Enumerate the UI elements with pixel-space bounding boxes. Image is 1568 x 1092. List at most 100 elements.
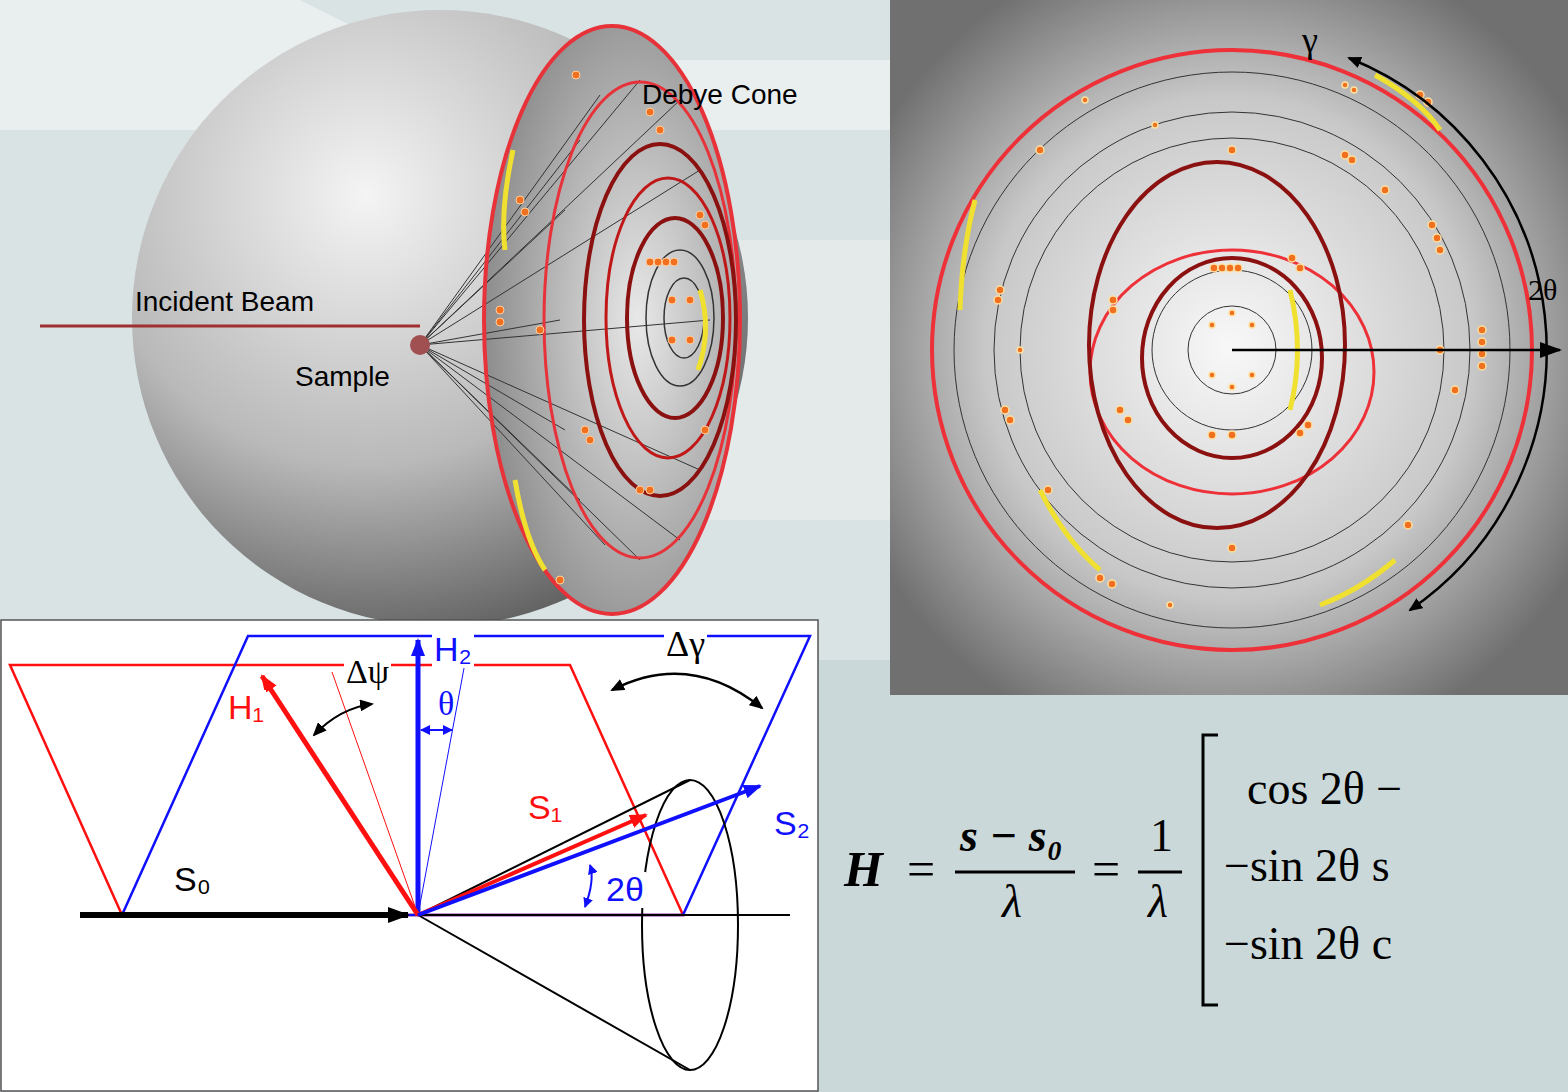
theta-arc	[421, 729, 452, 731]
vector-label: S₀	[172, 862, 213, 898]
spot	[586, 436, 594, 444]
spot	[1152, 122, 1158, 128]
spot	[996, 286, 1004, 294]
axis-label: 2θ	[1526, 274, 1559, 306]
spot	[1210, 264, 1218, 272]
spot	[654, 258, 662, 266]
spot	[1436, 246, 1444, 254]
vector-label: S₁	[526, 790, 564, 826]
spot	[646, 258, 654, 266]
callout-label: Incident Beam	[133, 287, 316, 316]
debye-ring	[664, 278, 704, 358]
spot	[1124, 416, 1132, 424]
formula-symbol: λ	[1146, 878, 1170, 926]
debye-ring	[1090, 250, 1374, 494]
theta-line	[418, 636, 470, 915]
formula-symbol: s − s₀	[958, 812, 1065, 860]
debye-ring	[1142, 258, 1322, 458]
spot	[1249, 372, 1255, 378]
diffraction-spots	[496, 71, 709, 584]
callout-label: Sample	[293, 362, 392, 391]
spot	[516, 196, 524, 204]
fraction-bar	[1138, 871, 1182, 874]
spot	[1342, 82, 1348, 88]
spot	[1229, 384, 1235, 390]
spot	[1288, 254, 1296, 262]
diffraction-spots	[994, 82, 1486, 608]
diagram-frame	[1, 620, 818, 1091]
spot	[696, 211, 704, 219]
spot	[1348, 156, 1356, 164]
formula-symbol: =	[905, 843, 937, 896]
texture-arc	[515, 480, 545, 570]
spot	[1082, 97, 1088, 103]
vector-label: H₁	[226, 690, 266, 726]
spot	[1229, 310, 1235, 316]
spot	[1478, 326, 1486, 334]
formula-strokes	[955, 735, 1218, 1005]
spot	[1451, 386, 1459, 394]
spot	[556, 576, 564, 584]
angle-label: Δψ	[344, 654, 391, 690]
matrix-bracket	[1203, 735, 1218, 1005]
spot	[1234, 264, 1242, 272]
h2-vector	[416, 640, 421, 915]
spot	[1109, 306, 1117, 314]
formula-symbol: 1	[1148, 812, 1175, 860]
spot	[701, 221, 709, 229]
spot	[1108, 580, 1116, 588]
texture-arc	[960, 200, 975, 310]
angle-label: 2θ	[604, 872, 646, 908]
debye-ring	[584, 144, 736, 496]
debye-ring	[544, 82, 736, 558]
texture-arc	[1320, 560, 1395, 605]
spot	[1249, 322, 1255, 328]
spot	[1218, 264, 1226, 272]
debye-ring	[606, 178, 730, 458]
spot	[1017, 347, 1023, 353]
spot	[1478, 338, 1486, 346]
spot	[994, 296, 1002, 304]
spot	[1433, 234, 1441, 242]
vector-label: S₂	[772, 806, 812, 842]
spot	[1428, 221, 1436, 229]
debye-ring	[627, 218, 723, 418]
spot	[1296, 264, 1304, 272]
spot	[521, 208, 529, 216]
angle-label: θ	[436, 686, 456, 722]
spot	[701, 426, 709, 434]
texture-arc	[698, 290, 706, 370]
sphere-illustration	[40, 10, 748, 626]
spot	[1208, 431, 1216, 439]
slide-background	[0, 0, 890, 660]
spot	[1096, 574, 1104, 582]
spot	[646, 486, 654, 494]
spot	[662, 258, 670, 266]
matrix-entry: −sin 2θ c	[1222, 920, 1394, 968]
blue-plane	[122, 636, 810, 915]
spot	[686, 296, 694, 304]
red-plane	[10, 665, 683, 915]
spot	[1404, 521, 1412, 529]
spot	[670, 258, 678, 266]
spot	[1228, 544, 1236, 552]
formula-symbol: λ	[1000, 878, 1024, 926]
matrix-entry: −sin 2θ s	[1222, 842, 1392, 890]
debye-ring	[484, 26, 740, 614]
matrix-entry: cos 2θ −	[1245, 765, 1404, 813]
h1-vector	[262, 676, 418, 915]
gamma-arc	[612, 674, 762, 708]
sample	[410, 335, 430, 355]
s2-vector	[418, 786, 760, 915]
spot	[1036, 146, 1044, 154]
beam-line	[418, 914, 790, 916]
detector-image	[890, 0, 1568, 695]
axis-label: γ	[1300, 22, 1320, 60]
two-theta-axis	[1232, 349, 1560, 352]
cone-lines	[420, 80, 710, 560]
spot	[1228, 431, 1236, 439]
callout-label: Debye Cone	[640, 80, 800, 109]
spot	[686, 336, 694, 344]
spot	[536, 326, 544, 334]
